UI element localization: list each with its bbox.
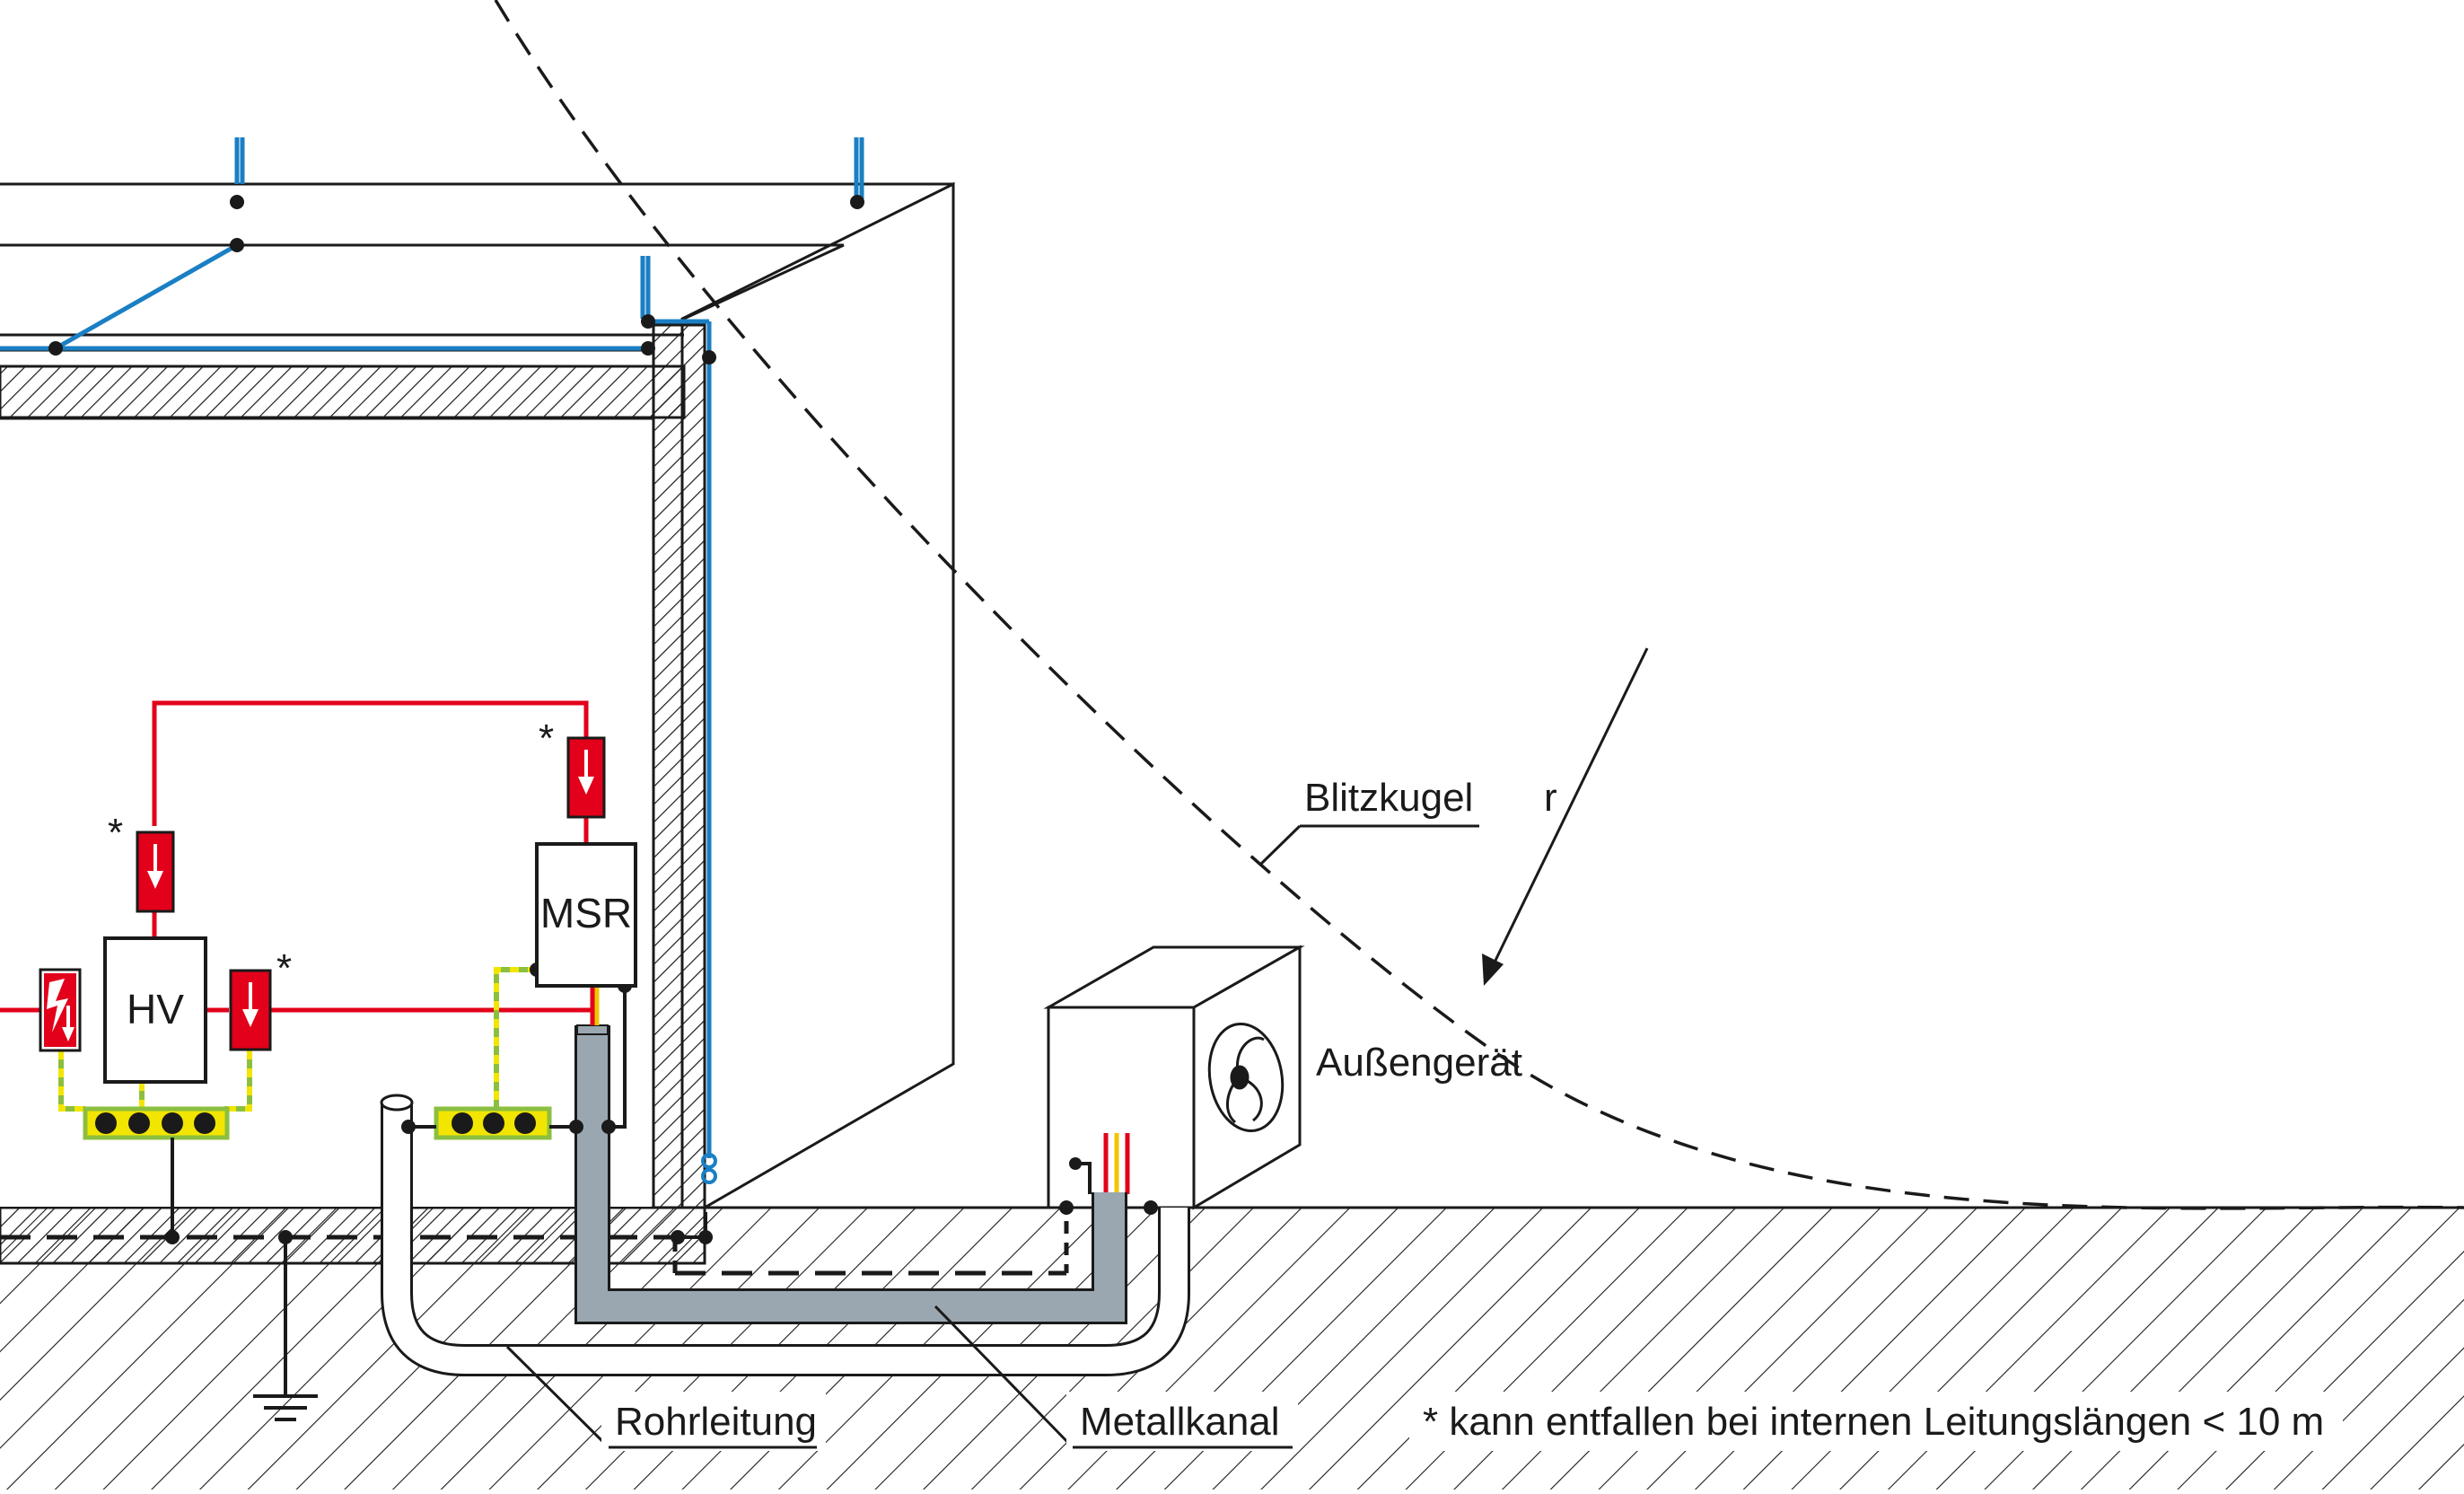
footnote-box: * kann entfallen bei internen Leitungslä… (1409, 1392, 2343, 1451)
radius-label: r (1544, 776, 1557, 820)
outdoor-unit (1043, 945, 1305, 1210)
asterisk-hv-right: * (276, 946, 292, 990)
fan-icon (1207, 1023, 1285, 1132)
rohrleitung-pipe (380, 1094, 1190, 1376)
footnote-text: * kann entfallen bei internen Leitungslä… (1423, 1400, 2324, 1444)
spd-msr-top (566, 736, 606, 819)
rohrleitung-label: Rohrleitung (615, 1400, 817, 1444)
spd-hv-right (229, 969, 272, 1051)
building-structure (0, 323, 706, 1265)
earth-symbol (253, 1394, 318, 1421)
radius-arrow (1482, 647, 1649, 986)
power-lines (0, 700, 595, 1025)
asterisk-hv-top: * (108, 811, 123, 855)
asterisk-msr-top: * (539, 716, 554, 760)
air-termination-joints (48, 195, 864, 365)
lightning-sphere-arc (494, 0, 2464, 1210)
hv-box: HV (103, 936, 207, 1084)
aussengeraet-label: Außengerät (1316, 1041, 1522, 1085)
hv-label: HV (127, 986, 184, 1033)
metallkanal-duct (574, 1024, 1127, 1324)
bonding-joints (165, 962, 1158, 1244)
air-termination-system (0, 137, 864, 1184)
metallkanal-callout: Metallkanal (934, 1305, 1298, 1451)
spd-hv-top (136, 830, 175, 913)
msr-label: MSR (540, 890, 632, 936)
equipotential-bar-hv (83, 1106, 230, 1140)
equipotential-bar-msr (434, 1106, 552, 1140)
building-side-face (680, 181, 955, 1209)
metallkanal-label: Metallkanal (1080, 1400, 1280, 1444)
msr-box: MSR (535, 842, 637, 988)
spd-lightning-left (39, 968, 82, 1052)
equipotential-conductors (58, 967, 600, 1112)
blitzkugel-label: Blitzkugel (1304, 776, 1473, 820)
blitzkugel-leader (1259, 824, 1479, 866)
rohrleitung-callout: Rohrleitung (505, 1345, 826, 1451)
